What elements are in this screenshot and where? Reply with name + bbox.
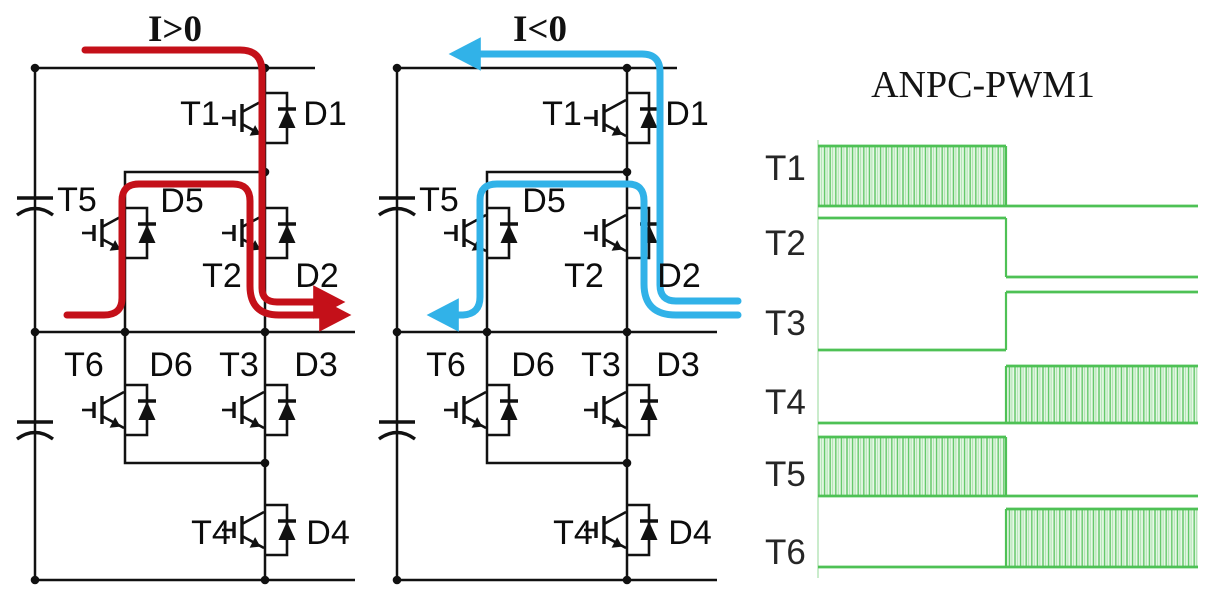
label-D1-neg: D1 — [665, 95, 708, 133]
label-D5-neg: D5 — [522, 182, 565, 220]
label-T2: T2 — [202, 257, 242, 295]
pwm-signal-label-T5: T5 — [765, 455, 806, 494]
pwm-signal-label-T1: T1 — [765, 149, 806, 188]
label-T2-neg: T2 — [564, 257, 604, 295]
positive-path-through-T1-T2 — [81, 46, 346, 319]
label-T3-neg: T3 — [581, 346, 621, 384]
negative-path-through-T5-D5 — [426, 180, 742, 332]
pwm-panel-title: ANPC-PWM1 — [871, 64, 1095, 106]
circuit-positive-current — [17, 46, 355, 585]
pwm-signal-label-T3: T3 — [765, 304, 806, 343]
positive-current-label: I>0 — [148, 9, 202, 50]
label-D4-neg: D4 — [668, 514, 711, 552]
label-D3-neg: D3 — [656, 346, 699, 384]
label-D2: D2 — [295, 257, 338, 295]
label-T6-neg: T6 — [426, 346, 466, 384]
pwm-signal-label-T2: T2 — [765, 224, 806, 263]
pwm-signal-label-T4: T4 — [765, 383, 806, 422]
label-T5: T5 — [57, 181, 97, 219]
label-T6: T6 — [64, 346, 104, 384]
label-D4: D4 — [306, 514, 349, 552]
negative-path-through-D1 — [448, 37, 742, 305]
label-T4: T4 — [191, 514, 231, 552]
pwm-switching-band — [1006, 366, 1198, 423]
label-D5: D5 — [160, 182, 203, 220]
label-D3: D3 — [294, 346, 337, 384]
anpc-leg-negative — [379, 64, 717, 585]
negative-current-label: I<0 — [513, 9, 567, 50]
label-T4-neg: T4 — [553, 514, 593, 552]
label-D6-neg: D6 — [511, 346, 554, 384]
label-D6: D6 — [149, 346, 192, 384]
pwm-switching-band — [818, 437, 1006, 496]
circuit-negative-current — [379, 37, 742, 585]
current-path-negative — [426, 37, 742, 332]
label-T1-neg: T1 — [542, 95, 582, 133]
pwm-switching-band — [1006, 509, 1198, 567]
pwm-signal-label-T6: T6 — [765, 533, 806, 572]
label-D1: D1 — [303, 95, 346, 133]
label-D2-neg: D2 — [657, 257, 700, 295]
label-T5-neg: T5 — [419, 181, 459, 219]
label-T3: T3 — [219, 346, 259, 384]
label-T1: T1 — [180, 95, 220, 133]
pwm-switching-band — [818, 146, 1006, 206]
current-path-positive — [63, 46, 352, 332]
anpc-leg-positive — [17, 64, 355, 585]
circuit-labels: I>0 I<0 T1 D1 T5 D5 T2 D2 T6 D6 T3 D3 T4… — [57, 9, 712, 552]
positive-path-through-T5-D5 — [63, 180, 352, 332]
